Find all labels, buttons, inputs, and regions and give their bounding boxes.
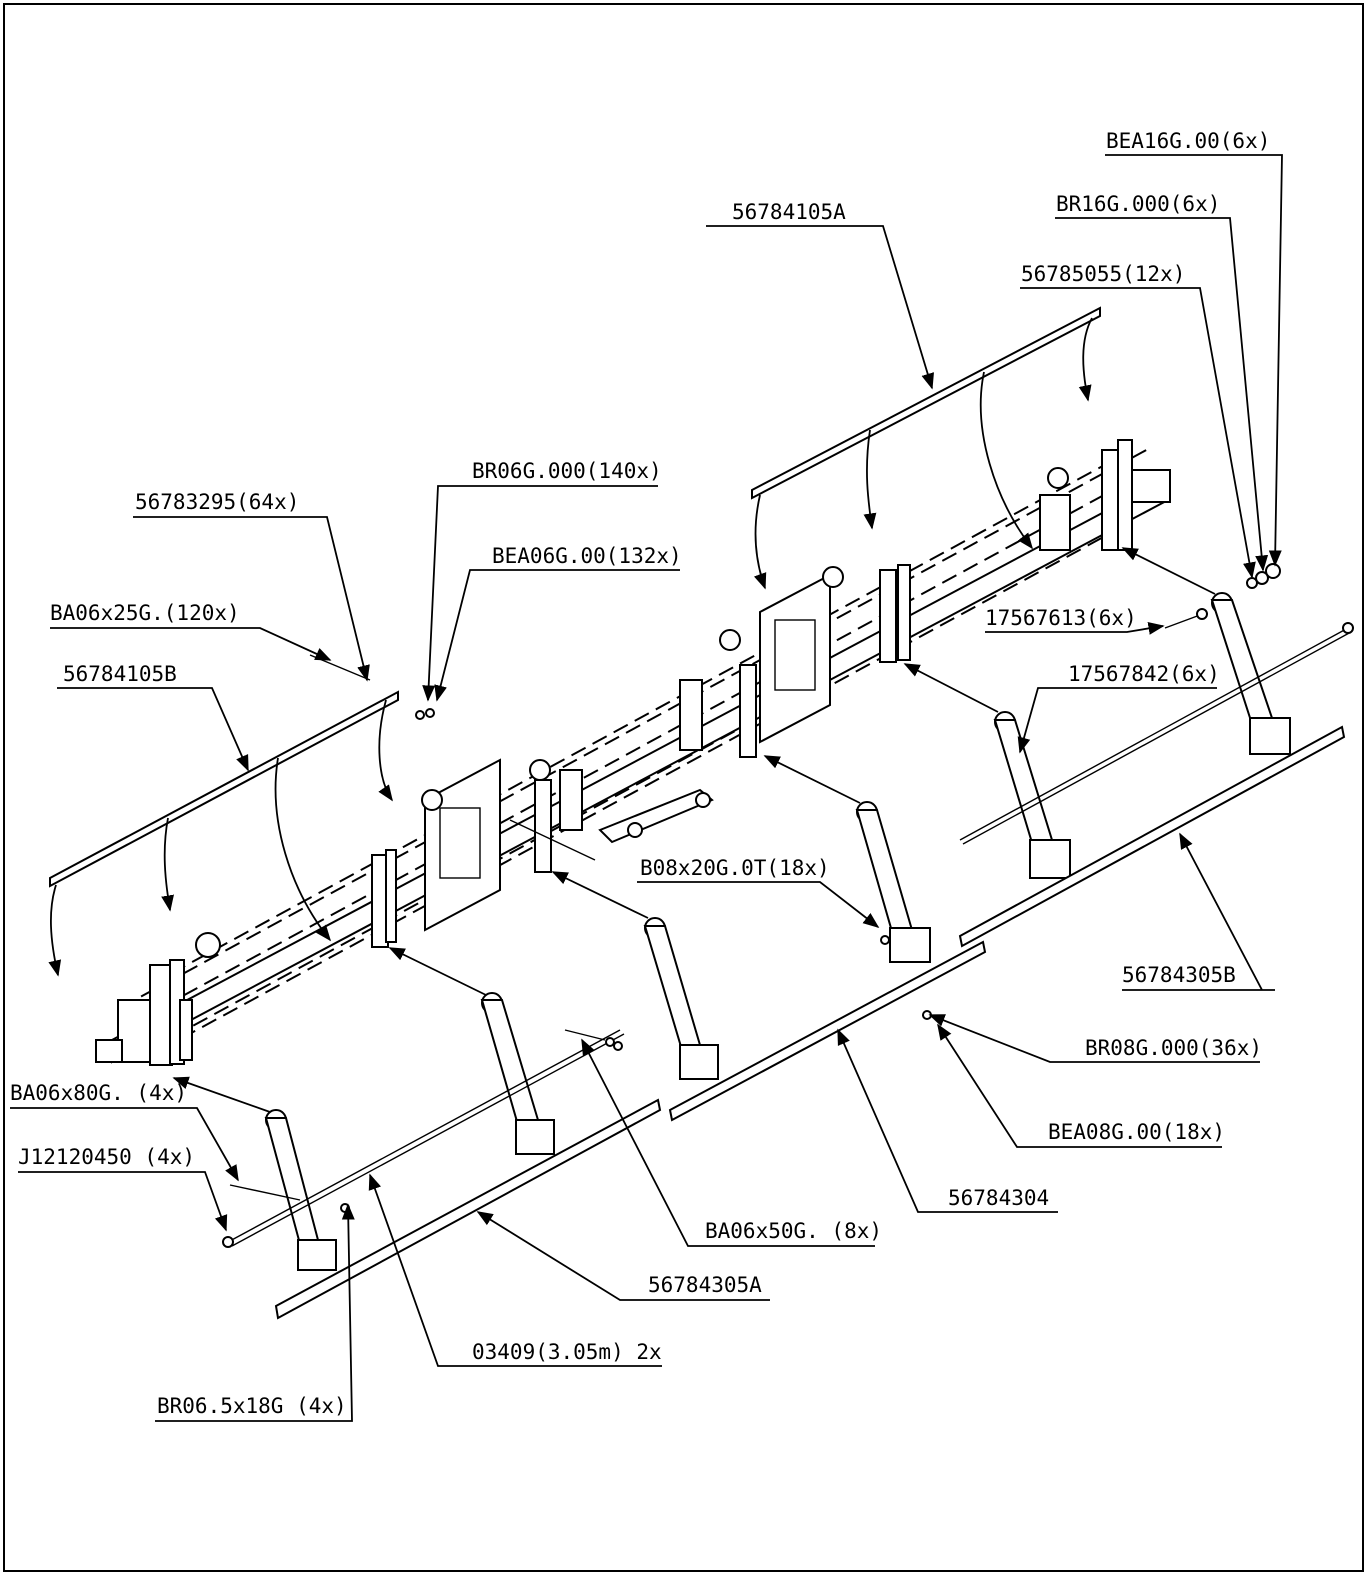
callout-br08g: BR08G.000(36x) <box>1085 1036 1262 1060</box>
bottom-rail-56784305a <box>274 1098 662 1320</box>
callout-bea16g: BEA16G.00(6x) <box>1106 129 1270 153</box>
bottom-rail-56784305b <box>958 725 1346 948</box>
callout-56784105a: 56784105A <box>732 200 846 224</box>
callout-br16g: BR16G.000(6x) <box>1056 192 1220 216</box>
callout-56783295: 56783295(64x) <box>135 490 299 514</box>
callout-03409: 03409(3.05m) 2x <box>472 1340 662 1364</box>
callout-56784305b: 56784305B <box>1122 963 1236 987</box>
leg-2 <box>480 992 555 1155</box>
callout-j12120450: J12120450 (4x) <box>18 1145 195 1169</box>
leg-6 <box>1210 592 1291 755</box>
callout-56785055: 56785055(12x) <box>1021 262 1185 286</box>
callout-17567613: 17567613(6x) <box>985 606 1137 630</box>
callout-56784105b: 56784105B <box>63 662 177 686</box>
assembly-line-art <box>48 306 1354 1320</box>
callout-ba06x50g: BA06x50G. (8x) <box>705 1219 882 1243</box>
callout-labels: BEA16G.00(6x) BR16G.000(6x) 56784105A 56… <box>10 129 1270 1418</box>
drawing-border <box>3 3 1364 1572</box>
leg-4 <box>855 801 931 963</box>
callout-leaders <box>10 154 1283 1422</box>
callout-17567842: 17567842(6x) <box>1068 662 1220 686</box>
top-rail-a <box>751 306 1101 500</box>
callout-56784305a: 56784305A <box>648 1273 762 1297</box>
leg-5 <box>993 711 1071 879</box>
center-frame <box>421 566 844 932</box>
leg-3 <box>643 917 719 1080</box>
top-rail-b <box>49 690 399 888</box>
callout-56784304: 56784304 <box>948 1186 1049 1210</box>
callout-bea06g: BEA06G.00(132x) <box>492 544 682 568</box>
callout-ba06x80g: BA06x80G. (4x) <box>10 1081 187 1105</box>
callout-ba06x25g: BA06x25G.(120x) <box>50 601 240 625</box>
leg-1 <box>264 1109 337 1271</box>
callout-bea08g: BEA08G.00(18x) <box>1048 1120 1225 1144</box>
callout-br06-5x18g: BR06.5x18G (4x) <box>157 1394 347 1418</box>
bottom-rail-56784304 <box>668 940 987 1122</box>
callout-br06g: BR06G.000(140x) <box>472 459 662 483</box>
callout-b08x20g: B08x20G.0T(18x) <box>640 856 830 880</box>
right-end-frame <box>1039 439 1171 551</box>
